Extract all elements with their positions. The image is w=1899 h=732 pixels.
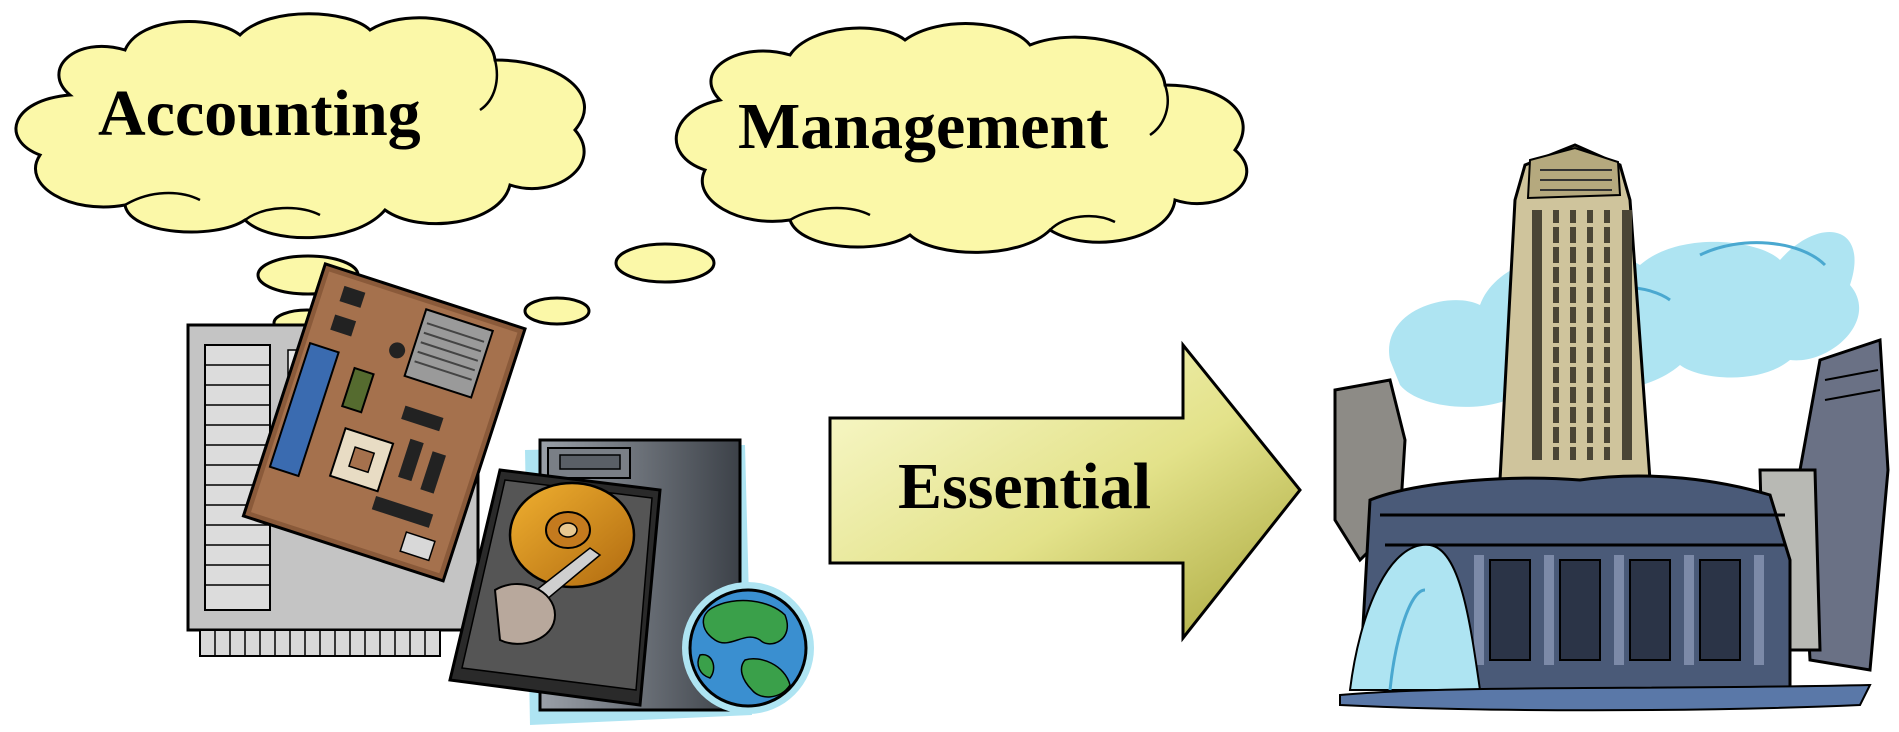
essential-label: Essential <box>898 450 1151 523</box>
globe-icon <box>682 582 814 714</box>
right-arrow-icon <box>828 340 1302 643</box>
motherboard-icon <box>186 262 527 657</box>
thought-cloud-icon <box>14 12 586 240</box>
management-label: Management <box>738 90 1108 163</box>
thought-cloud-icon <box>674 22 1249 254</box>
hard-drive-icon <box>448 468 662 707</box>
accounting-label: Accounting <box>98 77 421 150</box>
city-building-icon <box>1333 143 1890 712</box>
